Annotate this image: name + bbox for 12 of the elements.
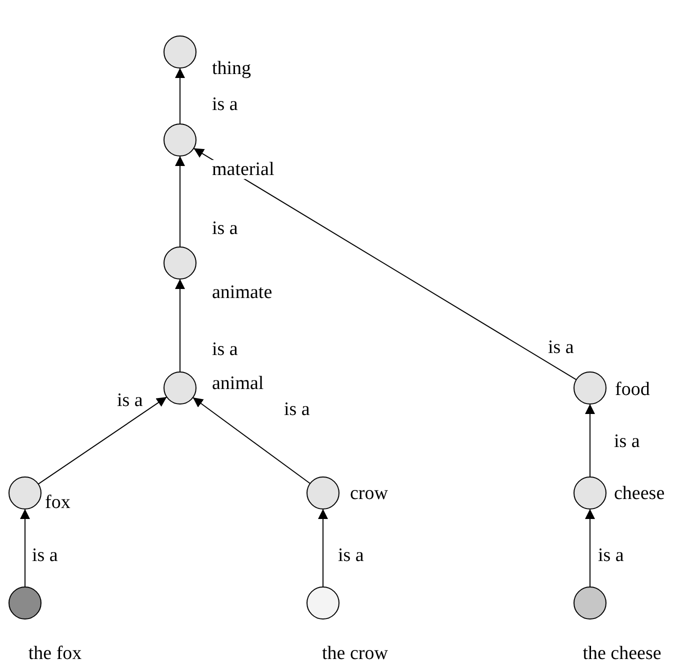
arrow [175, 68, 185, 124]
arrow [585, 404, 595, 478]
arrow [175, 278, 185, 372]
arrow [585, 508, 595, 588]
node-label: material [212, 160, 274, 179]
arrow [20, 508, 30, 588]
arrow [192, 396, 311, 484]
arrow [193, 148, 577, 380]
node-label: thing [212, 59, 252, 78]
arrow [318, 508, 328, 588]
arrow [175, 156, 185, 248]
arrow [38, 396, 168, 485]
